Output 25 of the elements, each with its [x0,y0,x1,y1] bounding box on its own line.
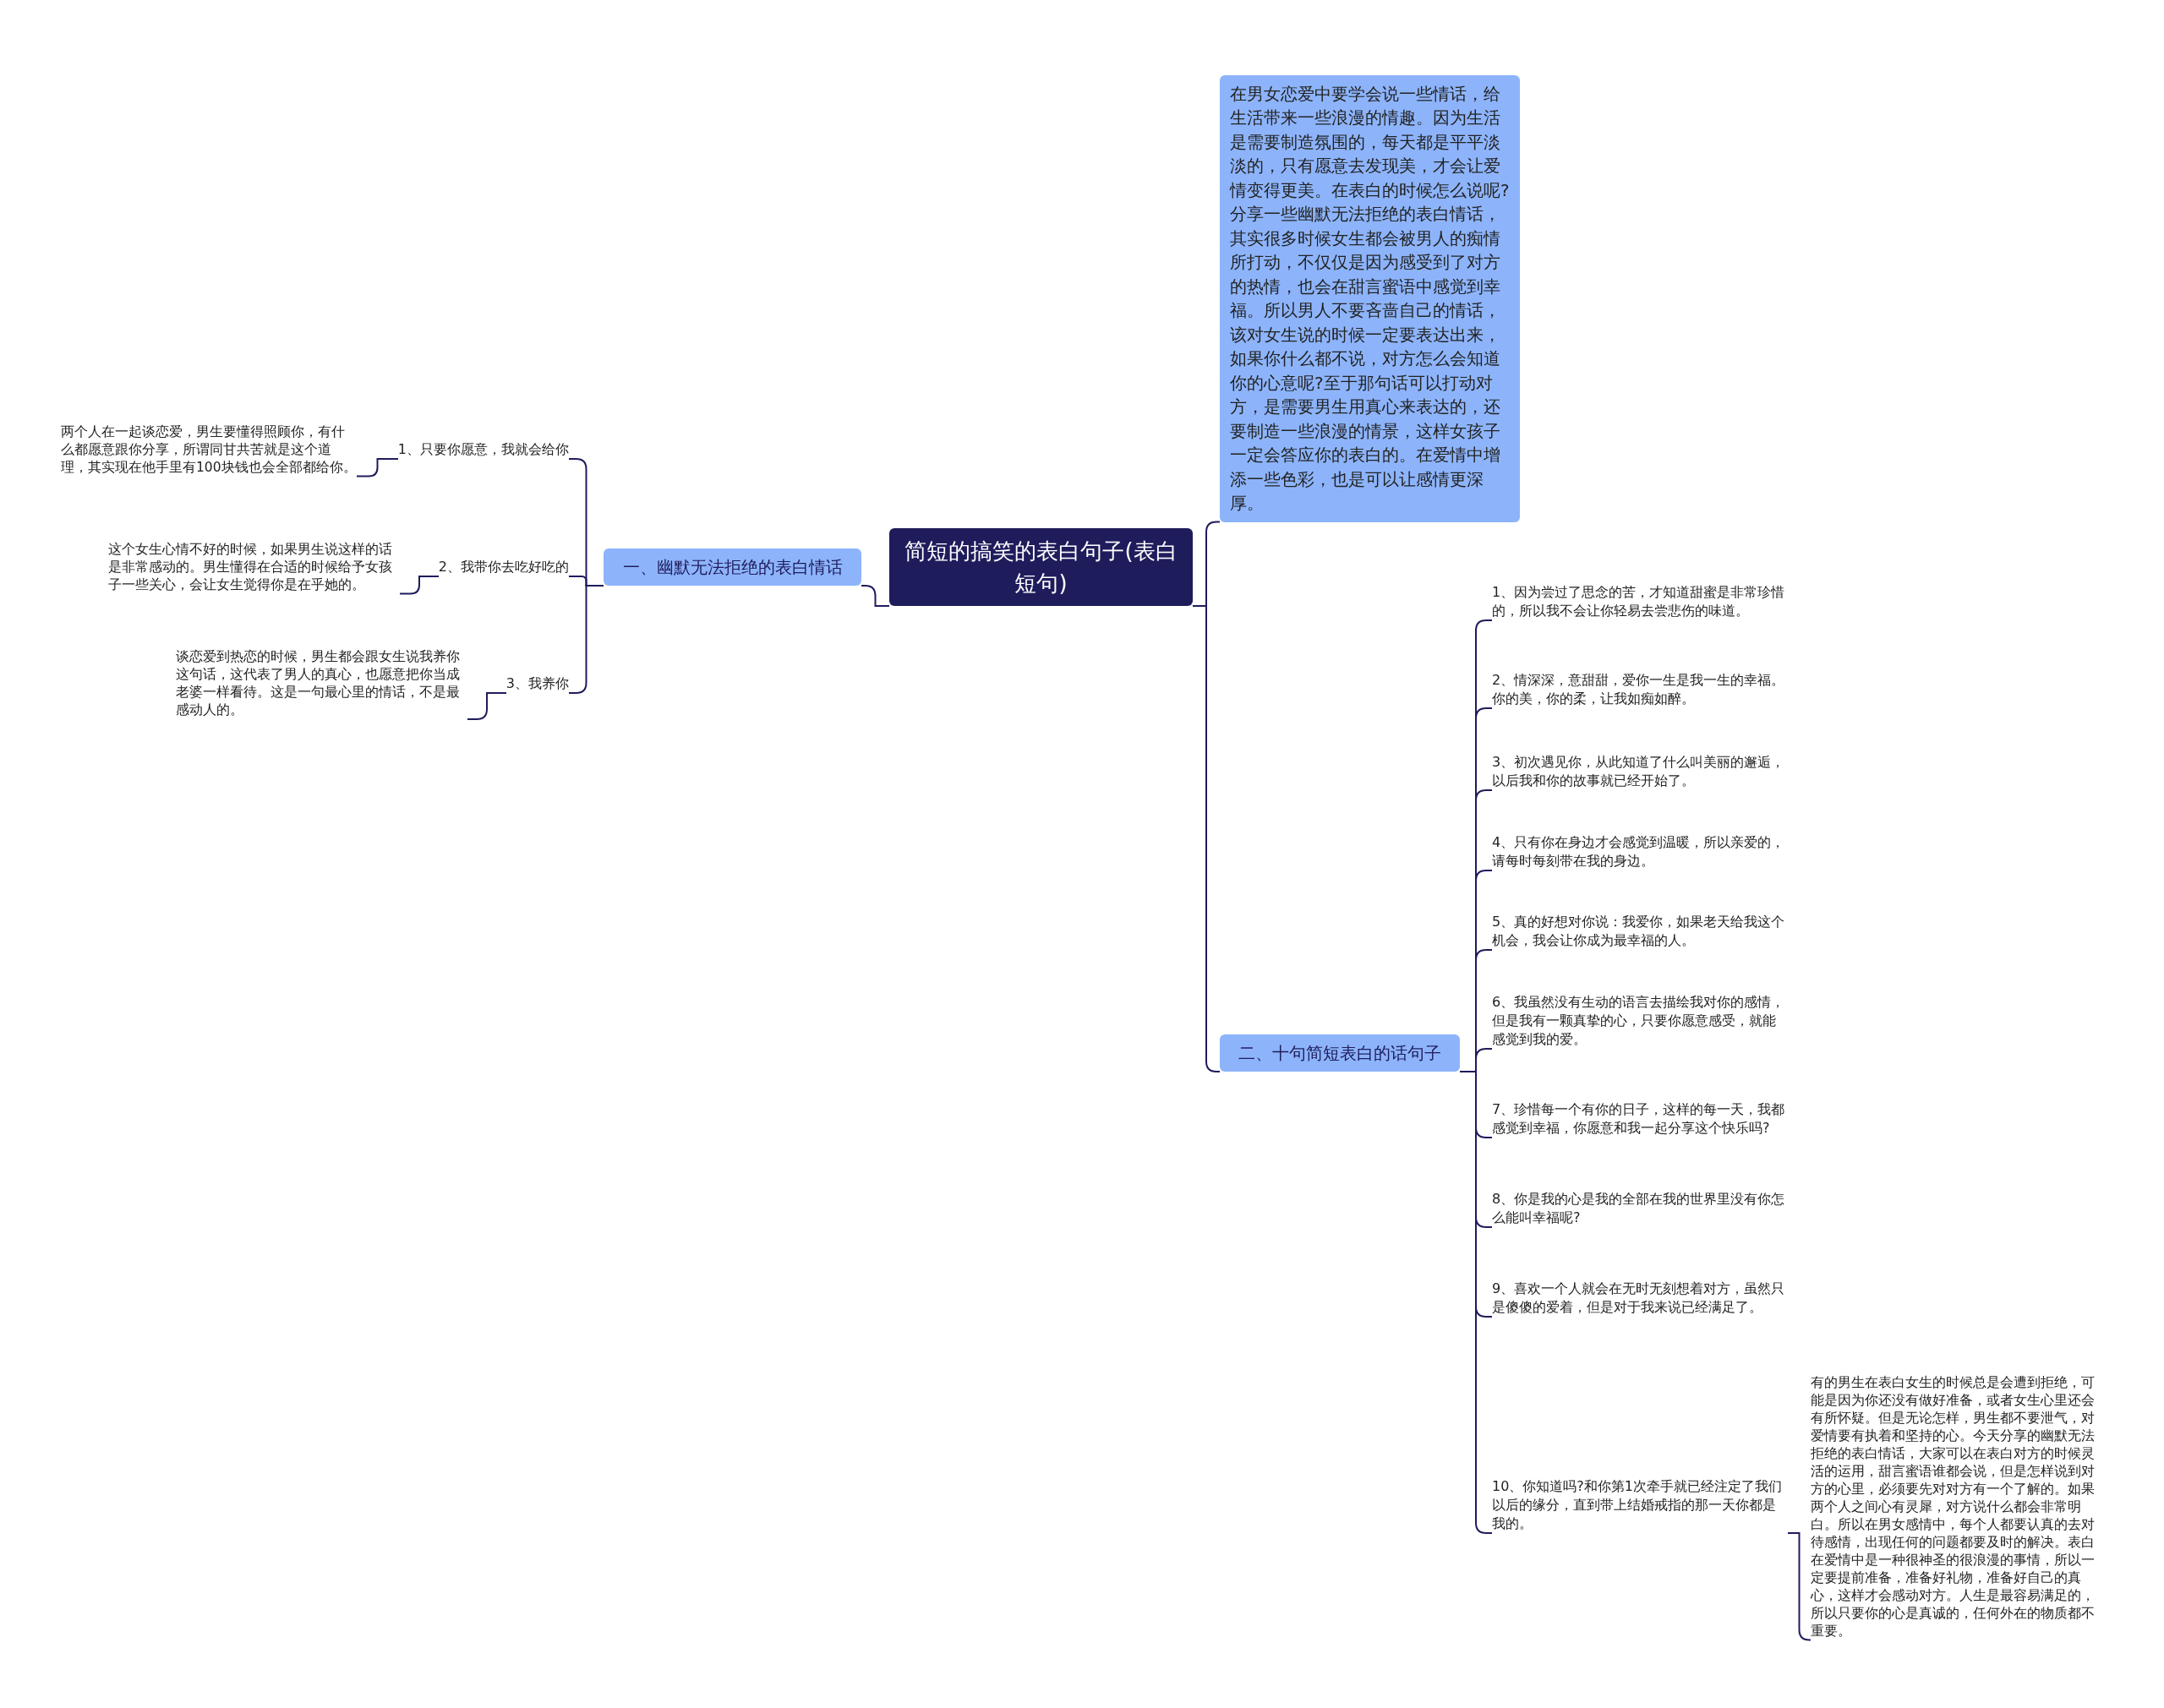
description-text: 两个人在一起谈恋爱，男生要懂得照顾你，有什么都愿意跟你分享，所谓同甘共苦就是这个道理，其实现在他手里有100块钱也会全部都给你。 [61,423,357,477]
subtopic-text: 1、只要你愿意，我就会给你 [397,440,569,459]
subtopic-text: 3、我养你 [505,674,569,693]
branch-topic-box: 二、十句简短表白的话句子 [1220,1034,1460,1072]
connector-line [467,692,507,720]
subtopic-text: 9、喜欢一个人就会在无时无刻想着对方，虽然只是傻傻的爱着，但是对于我来说已经满足了。 [1492,1280,1788,1317]
description-text: 这个女生心情不好的时候，如果男生说这样的话是非常感动的。男生懂得在合适的时候给予女孩子一些关心，会让女生觉得你是在乎她的。 [108,540,400,594]
subtopic-text: 3、初次遇见你，从此知道了什么叫美丽的邂逅，以后我和你的故事就已经开始了。 [1492,753,1788,790]
subtopic-text: 10、你知道吗?和你第1次牵手就已经注定了我们以后的缘分，直到带上结婚戒指的那一天你都是我的。 [1492,1477,1788,1533]
connector-line [399,576,440,595]
subtopic-text: 2、我带你去吃好吃的 [438,558,569,576]
subtopic-text: 8、你是我的心是我的全部在我的世界里没有你怎么能叫幸福呢? [1492,1190,1788,1227]
subtopic-text: 5、真的好想对你说：我爱你，如果老天给我这个机会，我会让你成为最幸福的人。 [1492,913,1788,950]
subtopic-text: 7、珍惜每一个有你的日子，这样的每一天，我都感觉到幸福，你愿意和我一起分享这个快乐吗? [1492,1100,1788,1138]
connector-line [861,585,890,607]
connector-line [356,458,399,477]
intro-text-box: 在男女恋爱中要学会说一些情话，给生活带来一些浪漫的情趣。因为生活是需要制造氛围的，每天都是平平淡淡的，只有愿意去发现美，才会让爱情变得更美。在表白的时候怎么说呢?分享一些幽默无法拒绝的表白情话，其实很多时候女生都会被男人的痴情所打动，不仅仅是因为感受到了对方的热情，也会在甜言蜜语中感觉到幸福。所以男人不要吝啬自己的情话，该对女生说的时候一定要表达出来，如果你什么都不说，对方怎么会知道你的心意呢?至于那句话可以打动对方，是需要男生用真心来表达的，还要制造一些浪漫的情景，这样女孩子一定会答应你的表白的。在爱情中增添一些色彩，也是可以让感情更深厚。 [1220,74,1520,522]
subtopic-text: 4、只有你在身边才会感觉到温暖，所以亲爱的，请每时每刻带在我的身边。 [1492,833,1788,870]
branch-topic-box: 一、幽默无法拒绝的表白情话 [604,548,861,586]
subtopic-text: 1、因为尝过了思念的苦，才知道甜蜜是非常珍惜的，所以我不会让你轻易去尝悲伤的味道。 [1492,583,1788,620]
description-text: 谈恋爱到热恋的时候，男生都会跟女生说我养你这句话，这代表了男人的真心，也愿意把你当成老婆一样看待。这是一句最心里的情话，不是最感动人的。 [176,648,467,719]
subtopic-text: 6、我虽然没有生动的语言去描绘我对你的感情，但是我有一颗真挚的心，只要你愿意感受，就能感觉到我的爱。 [1492,993,1788,1049]
description-text: 有的男生在表白女生的时候总是会遭到拒绝，可能是因为你还没有做好准备，或者女生心里还会有所怀疑。但是无论怎样，男生都不要泄气，对爱情要有执着和坚持的心。今天分享的幽默无法拒绝的表白情话，大家可以在表白对方的时候灵活的运用，甜言蜜语谁都会说，但是怎样说到对方的心里，必须要先对对方有一个了解的。如果两个人之间心有灵犀，对方说什么都会非常明白。所以在男女感情中，每个人都要认真的去对待感情，出现任何的问题都要及时的解决。表白在爱情中是一种很神圣的很浪漫的事情，所以一定要提前准备，准备好礼物，准备好自己的真心，这样才会感动对方。人生是最容易满足的，所以只要你的心是真诚的，任何外在的物质都不重要。 [1811,1373,2102,1640]
root-topic-box: 简短的搞笑的表白句子(表白短句) [889,528,1193,606]
subtopic-text: 2、情深深，意甜甜，爱你一生是我一生的幸福。你的美，你的柔，让我如痴如醉。 [1492,671,1788,708]
